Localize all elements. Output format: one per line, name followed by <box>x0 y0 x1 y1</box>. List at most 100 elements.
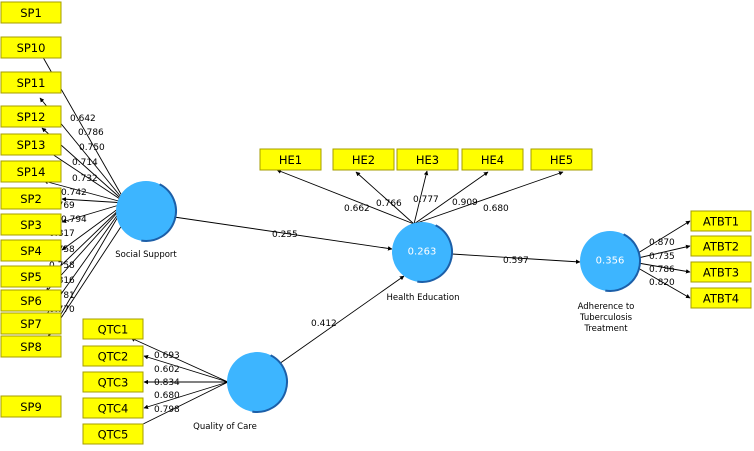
edge-qc-qtc2 <box>143 355 229 383</box>
edge-qc-qtc5 <box>130 381 229 431</box>
indicator-sp10: SP10 <box>0 36 62 59</box>
loading-he-he4: 0.909 <box>452 198 478 208</box>
indicator-qtc3-label: QTC3 <box>98 376 129 390</box>
loading-he-he1: 0.662 <box>344 204 370 214</box>
indicator-sp2: SP2 <box>0 187 62 210</box>
indicator-he2: HE2 <box>332 148 395 171</box>
indicator-sp8: SP8 <box>0 335 62 358</box>
loading-ss-extra: 0.770 <box>49 305 75 315</box>
path-ss-he <box>173 216 393 251</box>
latent-health-education-name: Health Education <box>387 293 460 303</box>
path-he-ad-coef: 0.597 <box>503 256 529 266</box>
indicator-sp12: SP12 <box>0 105 62 128</box>
loading-he-he2: 0.766 <box>376 199 402 209</box>
loading-ss-sp9: 0.781 <box>49 291 75 301</box>
indicator-atbt2-label: ATBT2 <box>703 240 739 254</box>
loading-qc-qtc3: 0.834 <box>154 378 180 388</box>
indicator-he4: HE4 <box>461 148 524 171</box>
indicator-sp11-label: SP11 <box>17 76 46 90</box>
indicator-he1: HE1 <box>259 148 322 171</box>
edge-ad-atbt4 <box>637 267 691 299</box>
indicator-sp6-label: SP6 <box>20 294 42 308</box>
loading-ss-sp2: 0.742 <box>61 188 87 198</box>
indicator-qtc2: QTC2 <box>82 345 144 367</box>
indicator-qtc4: QTC4 <box>82 397 144 419</box>
loading-ss-sp5: 0.817 <box>49 229 75 239</box>
loading-ss-sp7: 0.758 <box>49 261 75 271</box>
indicator-sp14-label: SP14 <box>17 165 46 179</box>
indicator-sp4-label: SP4 <box>20 244 42 258</box>
latent-social-support-name: Social Support <box>115 250 177 260</box>
latent-quality-of-care-circle <box>227 352 287 412</box>
indicator-sp1-label: SP1 <box>20 6 42 20</box>
indicator-he3: HE3 <box>396 148 459 171</box>
loading-qc-qtc5: 0.798 <box>154 405 180 415</box>
latent-adherence-name-line-2: Tuberculosis <box>579 313 633 323</box>
indicator-atbt4-label: ATBT4 <box>703 292 739 306</box>
indicator-sp9-label: SP9 <box>20 400 42 414</box>
indicator-sp5: SP5 <box>0 265 62 288</box>
loading-qc-qtc1: 0.693 <box>154 351 180 361</box>
latent-adherence: 0.356 <box>580 231 641 292</box>
loading-ss-sp3: 0.769 <box>49 201 75 211</box>
indicator-sp12-label: SP12 <box>17 110 46 124</box>
edge-qc-qtc1 <box>130 337 229 383</box>
indicator-atbt3: ATBT3 <box>690 261 752 283</box>
loading-ad-atbt2: 0.735 <box>649 252 675 262</box>
indicator-he4-label: HE4 <box>481 153 504 167</box>
loading-ss-sp13: 0.714 <box>72 158 98 168</box>
indicator-qtc5-label: QTC5 <box>98 428 129 442</box>
indicator-he5: HE5 <box>530 148 593 171</box>
indicator-he3-label: HE3 <box>416 153 439 167</box>
loading-ss-sp11: 0.786 <box>78 128 104 138</box>
latent-adherence-circle <box>580 231 640 291</box>
loading-ss-sp4: 0.794 <box>61 215 87 225</box>
edge-he-he5 <box>413 171 564 225</box>
indicator-sp4: SP4 <box>0 239 62 262</box>
loading-qc-qtc2: 0.602 <box>154 365 180 375</box>
loading-ad-atbt3: 0.786 <box>649 265 675 275</box>
edge-he-he4 <box>413 171 489 225</box>
path-qc-he-coef: 0.412 <box>311 319 337 329</box>
indicator-sp7-label: SP7 <box>20 317 42 331</box>
loading-ss-sp6: 0.758 <box>49 245 75 255</box>
edge-ad-atbt3 <box>637 262 691 274</box>
indicator-sp8-label: SP8 <box>20 340 42 354</box>
latent-health-education: 0.263 <box>392 222 453 283</box>
edge-he-he3 <box>413 170 429 225</box>
latent-adherence-name-line-3: Treatment <box>583 324 628 334</box>
indicator-sp6: SP6 <box>0 289 62 312</box>
path-he-ad <box>451 253 581 264</box>
indicator-qtc2-label: QTC2 <box>98 350 129 364</box>
edge-ss-sp4 <box>61 202 127 251</box>
indicator-atbt4: ATBT4 <box>690 287 752 309</box>
indicator-qtc1-label: QTC1 <box>98 323 129 337</box>
latent-adherence-name-line-1: Adherence to <box>578 302 635 312</box>
edge-he-he2 <box>355 171 415 225</box>
indicator-qtc1: QTC1 <box>82 318 144 340</box>
indicator-sp3: SP3 <box>0 213 62 236</box>
loading-ad-atbt1: 0.870 <box>649 238 675 248</box>
indicator-atbt3-label: ATBT3 <box>703 266 739 280</box>
edge-ad-atbt1 <box>637 220 691 254</box>
edge-ad-atbt2 <box>637 244 691 259</box>
path-ss-he-coef: 0.255 <box>272 230 298 240</box>
indicator-sp11: SP11 <box>0 71 62 94</box>
indicator-qtc4-label: QTC4 <box>98 402 129 416</box>
edge-he-he1 <box>276 169 415 225</box>
loading-he-he5: 0.680 <box>483 204 509 214</box>
indicator-sp13: SP13 <box>0 133 62 156</box>
indicator-sp9: SP9 <box>0 395 62 418</box>
edge-ss-sp14 <box>43 179 127 204</box>
indicator-he5-label: HE5 <box>550 153 573 167</box>
indicator-he1-label: HE1 <box>279 153 302 167</box>
indicator-atbt1-label: ATBT1 <box>703 215 739 229</box>
indicator-sp2-label: SP2 <box>20 192 42 206</box>
latent-health-education-circle <box>392 222 452 282</box>
indicator-atbt2: ATBT2 <box>690 235 752 257</box>
latent-health-education-r2: 0.263 <box>408 247 437 258</box>
loading-ss-sp10: 0.642 <box>70 114 96 124</box>
path-qc-he <box>278 275 405 365</box>
loading-ss-sp14: 0.732 <box>72 174 98 184</box>
indicator-sp14: SP14 <box>0 160 62 183</box>
